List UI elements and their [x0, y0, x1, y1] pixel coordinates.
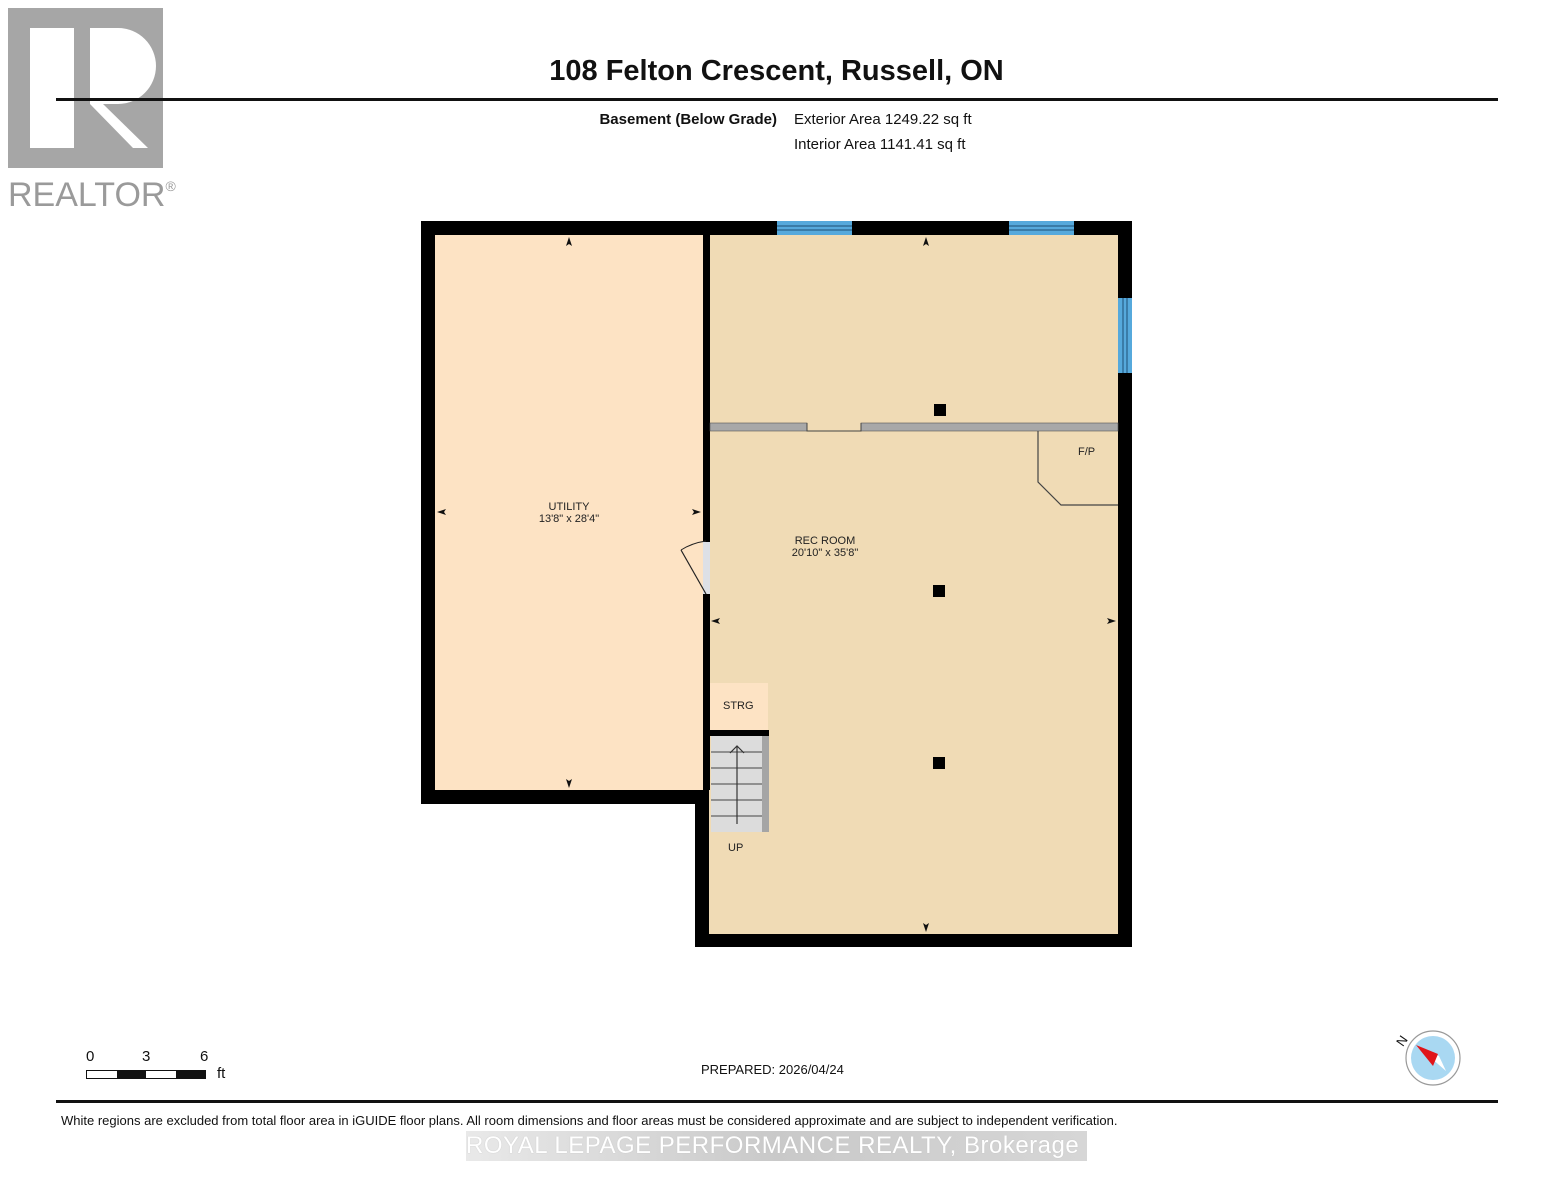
window-right: [1118, 298, 1132, 373]
room-label-utility: UTILITY 13'8" x 28'4": [539, 501, 599, 525]
room-dimensions: 13'8" x 28'4": [538, 513, 600, 525]
storage-area: [709, 683, 768, 730]
realtor-r-icon: [8, 8, 163, 168]
room-name: REC ROOM: [794, 535, 856, 547]
interior-partition: [709, 422, 1119, 432]
stairs: [709, 730, 769, 832]
header-divider: [56, 98, 1498, 101]
scale-tick-0: 0: [86, 1048, 95, 1065]
prepared-date: PREPARED: 2026/04/24: [701, 1062, 844, 1077]
realtor-logo: REALTOR®: [8, 8, 176, 214]
scale-tick-3: 3: [142, 1048, 151, 1065]
compass: N: [1393, 1028, 1465, 1095]
footer-divider: [56, 1100, 1498, 1103]
door-utility-rec: [680, 540, 710, 595]
rec-room-area: [709, 235, 1118, 934]
floor-level-name: Basement (Below Grade): [599, 111, 777, 128]
support-posts: [933, 404, 946, 769]
realtor-wordmark: REALTOR®: [8, 176, 176, 214]
brokerage-watermark: ROYAL LEPAGE PERFORMANCE REALTY, Brokera…: [466, 1131, 1087, 1161]
scale-unit: ft: [217, 1065, 226, 1082]
dimension-arrows: [437, 237, 1116, 932]
room-label-rec-room: REC ROOM 20'10" x 35'8": [792, 535, 858, 559]
storage-label: STRG: [723, 700, 754, 712]
scale-tick-6: 6: [200, 1048, 209, 1065]
room-dimensions: 20'10" x 35'8": [791, 547, 859, 559]
interior-area: Interior Area 1141.41 sq ft: [794, 136, 966, 153]
room-name: UTILITY: [548, 501, 590, 513]
disclaimer-text: White regions are excluded from total fl…: [61, 1113, 1118, 1128]
exterior-walls: [421, 221, 1132, 947]
window-top-2: [1009, 221, 1074, 235]
property-address-title: 108 Felton Crescent, Russell, ON: [549, 55, 1004, 87]
utility-room-area: [435, 235, 705, 790]
fireplace-outline: [1037, 431, 1118, 506]
fireplace-label: F/P: [1078, 446, 1096, 458]
scale-bar-graphic: [86, 1070, 206, 1079]
exterior-area: Exterior Area 1249.22 sq ft: [794, 111, 972, 128]
stairs-up-label: UP: [728, 842, 744, 854]
compass-icon: N: [1393, 1030, 1461, 1086]
window-top-1: [777, 221, 852, 235]
